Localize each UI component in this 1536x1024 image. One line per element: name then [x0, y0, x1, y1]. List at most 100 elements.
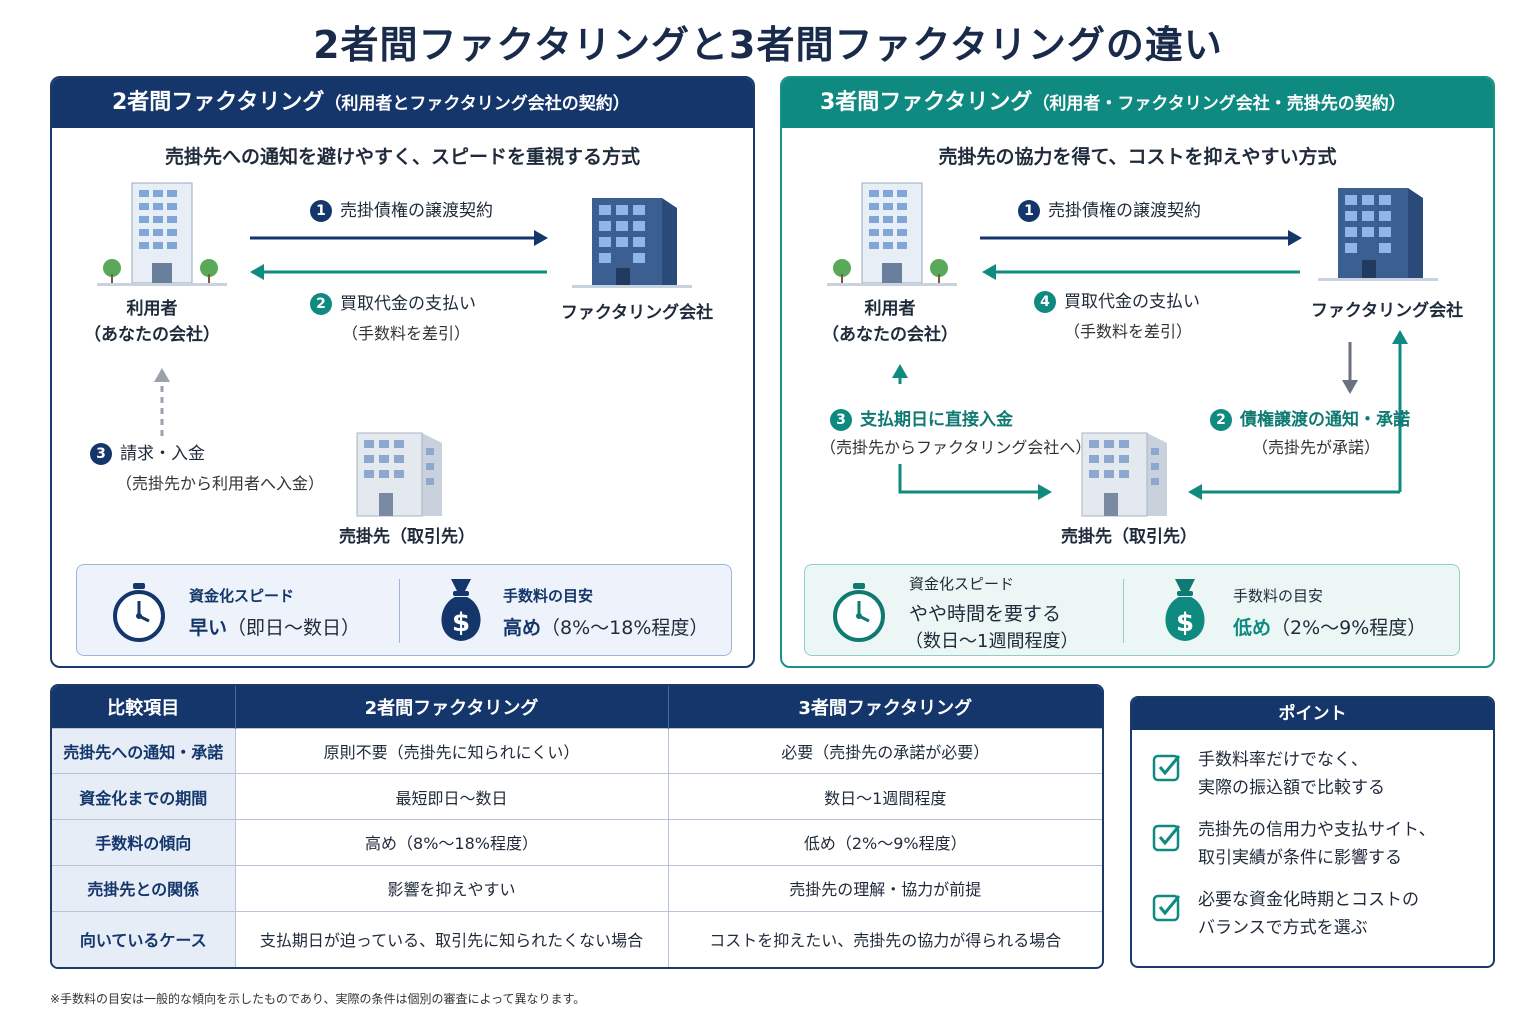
checkbox-check-icon	[1152, 754, 1181, 782]
point-text: 手数料率だけでなく、 実際の振込額で比較する	[1198, 746, 1385, 802]
money-bag-icon: $	[1165, 579, 1205, 641]
two-party-panel: 2者間ファクタリング（利用者とファクタリング会社の契約） 売掛先への通知を避けや…	[50, 76, 755, 668]
two-party-step-2: 2 買取代金の支払い （手数料を差引）	[310, 292, 476, 346]
three-party-user-label: 利用者 （あなたの会社）	[820, 296, 960, 348]
two-party-step-1: 1 売掛債権の譲渡契約	[310, 199, 493, 223]
point-line: 手数料率だけでなく、	[1198, 750, 1368, 770]
fee-value-detail: （8%〜18%程度）	[541, 617, 709, 639]
speed-value-2: （数日〜1週間程度）	[905, 631, 1079, 652]
table-row-header: 資金化までの期間	[52, 773, 236, 820]
point-line: 取引実績が条件に影響する	[1198, 848, 1402, 868]
points-box: ポイント 手数料率だけでなく、 実際の振込額で比較する 売掛先の信用力や支払サイ…	[1130, 696, 1495, 968]
table-row: 手数料の傾向 高め（8%〜18%程度） 低め（2%〜9%程度）	[52, 819, 1102, 866]
table-row: 向いているケース 支払期日が迫っている、取引先に知られたくない場合 コストを抑え…	[52, 910, 1102, 967]
three-party-arrows	[892, 230, 1408, 500]
fee-label: 手数料の目安	[503, 587, 594, 605]
two-party-header: 2者間ファクタリング（利用者とファクタリング会社の契約）	[52, 78, 753, 128]
info-divider	[399, 579, 400, 643]
step-2-sub: （売掛先が承諾）	[1252, 438, 1381, 457]
three-party-client-label: 売掛先（取引先）	[1061, 527, 1197, 547]
fee-label: 手数料の目安	[1233, 587, 1324, 605]
three-party-header-title: 3者間ファクタリング	[820, 90, 1033, 115]
svg-text:$: $	[452, 608, 470, 638]
table-cell: 売掛先の理解・協力が前提	[668, 864, 1102, 911]
fee-value-detail: （2%〜9%程度）	[1271, 617, 1427, 639]
fee-value: 高め（8%〜18%程度）	[503, 613, 708, 640]
fee-value-highlight: 低め	[1233, 617, 1272, 639]
table-cell: コストを抑えたい、売掛先の協力が得られる場合	[668, 910, 1102, 967]
fee-value-highlight: 高め	[503, 617, 542, 639]
table-cell: 最短即日〜数日	[235, 773, 669, 820]
user-building-icon	[827, 182, 957, 286]
info-divider	[1123, 579, 1124, 643]
step-number-4: 4	[1034, 291, 1056, 313]
stopwatch-icon	[113, 583, 165, 642]
three-party-factor-label: ファクタリング会社	[1310, 301, 1464, 321]
step-number-2: 2	[1210, 409, 1232, 431]
table-row-header: 向いているケース	[52, 910, 236, 967]
table-cell: 支払期日が迫っている、取引先に知られたくない場合	[235, 910, 669, 967]
speed-value-detail: （即日〜数日）	[227, 617, 361, 639]
table-header-row: 比較項目 2者間ファクタリング 3者間ファクタリング	[52, 686, 1102, 728]
fee-value: 低め（2%〜9%程度）	[1233, 613, 1426, 640]
step-4-sub: （手数料を差引）	[1064, 322, 1193, 341]
three-party-header-sub: （利用者・ファクタリング会社・売掛先の契約）	[1032, 94, 1406, 114]
step-3-sub: （売掛先から利用者へ入金）	[116, 474, 325, 493]
table-cell: 数日〜1週間程度	[668, 773, 1102, 820]
three-party-step-1: 1 売掛債権の譲渡契約	[1018, 199, 1201, 223]
two-party-user-label-1: 利用者	[126, 299, 178, 319]
table-row-header: 手数料の傾向	[52, 819, 236, 866]
step-2-sub: （手数料を差引）	[342, 324, 471, 343]
three-party-user-label-2: （あなたの会社）	[822, 325, 958, 345]
money-bag-icon: $	[441, 579, 481, 641]
checkbox-check-icon	[1152, 824, 1181, 852]
step-2-text: 債権譲渡の通知・承諾	[1240, 410, 1410, 430]
step-number-2: 2	[310, 293, 332, 315]
two-party-header-sub: （利用者とファクタリング会社の契約）	[324, 94, 630, 114]
client-building-icon	[356, 432, 442, 517]
two-party-header-title: 2者間ファクタリング	[112, 90, 325, 115]
step-number-1: 1	[1018, 200, 1040, 222]
step-1-text: 売掛債権の譲渡契約	[340, 201, 493, 221]
speed-value-highlight: 早い	[189, 617, 228, 639]
step-number-1: 1	[310, 200, 332, 222]
table-header-cell: 3者間ファクタリング	[668, 686, 1102, 728]
user-building-icon	[97, 182, 227, 286]
point-text: 売掛先の信用力や支払サイト、 取引実績が条件に影響する	[1198, 816, 1436, 872]
factoring-building-icon	[572, 198, 692, 288]
point-text: 必要な資金化時期とコストの バランスで方式を選ぶ	[1198, 886, 1419, 942]
speed-label: 資金化スピード	[189, 587, 295, 605]
table-cell: 必要（売掛先の承諾が必要）	[668, 727, 1102, 774]
svg-text:$: $	[1176, 608, 1194, 638]
step-1-text: 売掛債権の譲渡契約	[1048, 201, 1201, 221]
stopwatch-icon	[833, 583, 885, 642]
two-party-factor-label: ファクタリング会社	[560, 303, 714, 323]
footnote: ※手数料の目安は一般的な傾向を示したものであり、実際の条件は個別の審査によって異…	[50, 992, 586, 1006]
factoring-building-icon	[1318, 188, 1438, 281]
table-row-header: 売掛先との関係	[52, 864, 236, 911]
table-header-cell: 比較項目	[52, 686, 236, 728]
two-party-client-label: 売掛先（取引先）	[339, 527, 475, 547]
three-party-user-label-1: 利用者	[864, 299, 916, 319]
client-building-icon	[1081, 432, 1167, 517]
two-party-arrows	[154, 230, 548, 436]
step-3-sub: （売掛先からファクタリング会社へ）	[820, 438, 1092, 457]
comparison-table: 比較項目 2者間ファクタリング 3者間ファクタリング 売掛先への通知・承諾 原則…	[50, 684, 1104, 969]
speed-value: 早い（即日〜数日）	[189, 613, 360, 640]
step-number-3: 3	[830, 409, 852, 431]
three-party-step-2: 2 債権譲渡の通知・承諾 （売掛先が承諾）	[1210, 408, 1410, 460]
page-title: 2者間ファクタリングと3者間ファクタリングの違い	[313, 23, 1223, 67]
table-cell: 原則不要（売掛先に知られにくい）	[235, 727, 669, 774]
table-cell: 影響を抑えやすい	[235, 864, 669, 911]
table-header-cell: 2者間ファクタリング	[235, 686, 669, 728]
table-row: 売掛先への通知・承諾 原則不要（売掛先に知られにくい） 必要（売掛先の承諾が必要…	[52, 727, 1102, 774]
two-party-user-label: 利用者 （あなたの会社）	[82, 296, 222, 348]
three-party-header: 3者間ファクタリング（利用者・ファクタリング会社・売掛先の契約）	[782, 78, 1493, 128]
step-2-text: 買取代金の支払い	[340, 294, 476, 314]
table-row: 資金化までの期間 最短即日〜数日 数日〜1週間程度	[52, 773, 1102, 820]
table-cell: 低め（2%〜9%程度）	[668, 819, 1102, 866]
point-line: バランスで方式を選ぶ	[1198, 918, 1368, 938]
